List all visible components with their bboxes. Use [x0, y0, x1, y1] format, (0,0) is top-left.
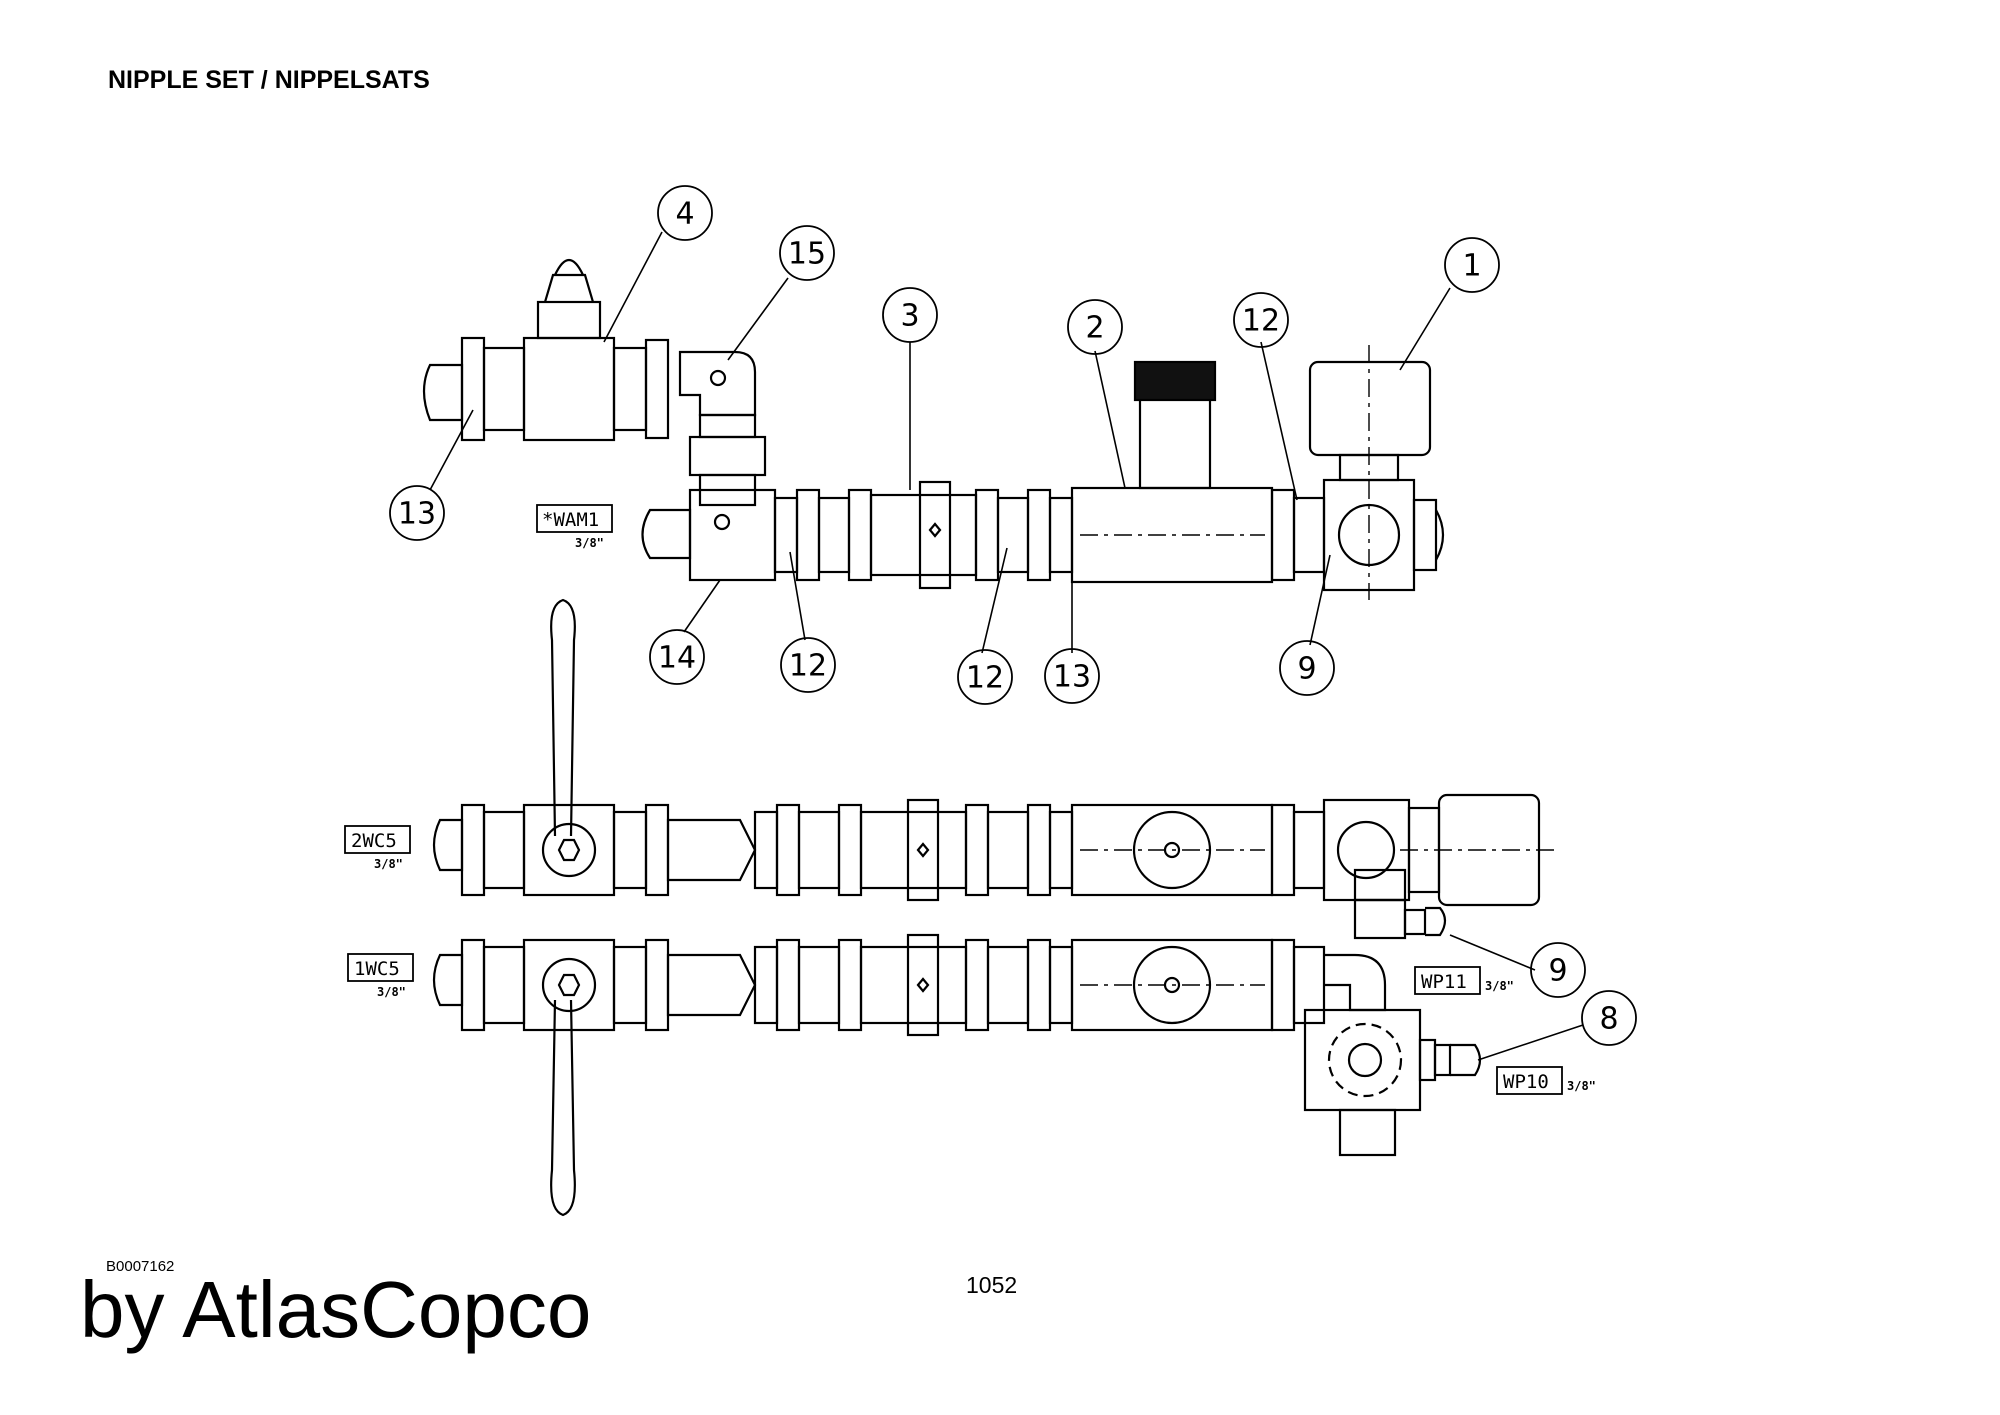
balloon-1: [1444, 237, 1500, 293]
tag-size: 3/8": [1567, 1079, 1596, 1093]
balloon-4: [657, 185, 713, 241]
tag-size: 3/8": [374, 857, 403, 871]
balloon-3: [882, 287, 938, 343]
balloon-12: [957, 649, 1013, 705]
tag-wp10: WP10: [1503, 1071, 1549, 1093]
balloon-label: 9: [1297, 652, 1316, 687]
balloon-13: [389, 485, 445, 541]
leader-lines: [429, 231, 1584, 1061]
port-tags: [344, 504, 1563, 1095]
bottom-assembly: [432, 868, 1482, 1217]
page-number: 1052: [966, 1272, 1018, 1298]
balloon-12: [1233, 292, 1289, 348]
tag-size: 3/8": [377, 985, 406, 999]
balloon-2: [1067, 299, 1123, 355]
balloon-8: [1581, 990, 1637, 1046]
balloon-12: [780, 637, 836, 693]
balloon-9: [1530, 942, 1586, 998]
balloon-label: 12: [966, 661, 1004, 696]
tag-1wc5: 1WC5: [354, 958, 400, 980]
balloon-label: 4: [675, 197, 694, 232]
brand-text: by AtlasCopco: [80, 1265, 592, 1354]
balloon-label: 1: [1462, 249, 1481, 284]
middle-assembly: [432, 598, 1560, 907]
balloon-label: 9: [1548, 954, 1567, 989]
balloon-label: 15: [788, 237, 826, 272]
tag-wp11: WP11: [1421, 971, 1467, 993]
balloon-label: 12: [1242, 304, 1280, 339]
balloon-label: 13: [1053, 660, 1091, 695]
balloon-13: [1044, 648, 1100, 704]
balloon-9: [1279, 640, 1335, 696]
balloon-label: 3: [900, 299, 919, 334]
balloon-label: 13: [398, 497, 436, 532]
document-id: B0007162: [106, 1258, 175, 1275]
tag-wam1: *WAM1: [542, 509, 599, 531]
tag-2wc5: 2WC5: [351, 830, 397, 852]
balloon-label: 14: [658, 641, 696, 676]
balloon-label: 2: [1085, 311, 1104, 346]
balloon-15: [779, 225, 835, 281]
balloon-label: 8: [1599, 1002, 1618, 1037]
balloon-label: 12: [789, 649, 827, 684]
tag-size: 3/8": [1485, 979, 1514, 993]
tag-size: 3/8": [575, 536, 604, 550]
top-assembly: [422, 258, 1445, 600]
page-title: NIPPLE SET / NIPPELSATS: [108, 66, 430, 94]
balloon-14: [649, 629, 705, 685]
balloons: [389, 185, 1637, 1046]
